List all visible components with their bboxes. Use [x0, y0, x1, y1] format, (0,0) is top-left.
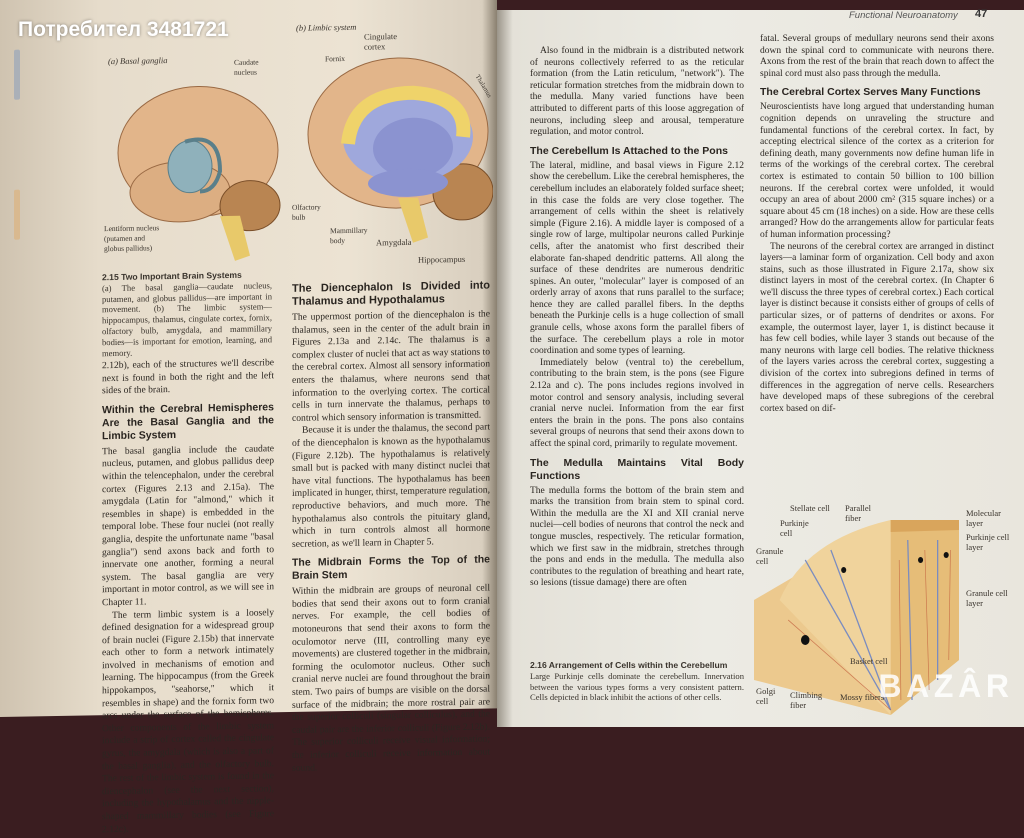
page-number: 47: [975, 8, 988, 20]
paragraph: Within the midbrain are groups of neuron…: [292, 582, 490, 774]
page-tab-marker: [14, 49, 20, 100]
panel-b-title: (b) Limbic system: [296, 21, 357, 33]
label-golgi-cell: Golgi cell: [756, 686, 776, 706]
label-stellate-cell: Stellate cell: [790, 503, 830, 513]
label-parallel-fiber: Parallel fiber: [845, 503, 871, 523]
label-olfactory-bulb: Olfactory bulb: [292, 202, 321, 222]
section-heading: Within the Cerebral Hemispheres Are the …: [102, 400, 274, 443]
label-basket-cell: Basket cell: [850, 656, 888, 666]
right-column-1: Also found in the midbrain is a distribu…: [530, 46, 744, 590]
label-purkinje-cell-layer: Purkinje cell layer: [966, 532, 1010, 552]
paragraph: The medulla forms the bottom of the brai…: [530, 485, 744, 589]
caption-title: 2.16 Arrangement of Cells within the Cer…: [530, 660, 728, 670]
section-heading: The Diencephalon Is Divided into Thalamu…: [292, 279, 490, 308]
label-granule-cell: Granule cell: [756, 546, 784, 566]
label-molecular-layer: Molecular layer: [966, 508, 1001, 528]
label-mossy-fibers: Mossy fibers: [840, 692, 885, 702]
label-hippocampus: Hippocampus: [418, 253, 466, 265]
label-lentiform-nucleus: Lentiform nucleus (putamen and globus pa…: [104, 223, 160, 254]
label-granule-cell-layer: Granule cell layer: [966, 588, 1008, 608]
paragraph: Immediately below (ventral to) the cereb…: [530, 357, 744, 449]
paragraph: The uppermost portion of the diencephalo…: [292, 308, 490, 424]
bazar-logo-watermark: B A Z Â R: [878, 668, 1010, 704]
paragraph: The term limbic system is a loosely defi…: [102, 606, 274, 835]
user-watermark: Потребител 3481721: [18, 18, 229, 41]
label-climbing-fiber: Climbing fiber: [790, 690, 823, 710]
right-column-2: fatal. Several groups of medullary neuro…: [760, 34, 994, 415]
paragraph: The basal ganglia include the caudate nu…: [102, 442, 274, 609]
label-amygdala: Amygdala: [376, 236, 412, 248]
page-tab-marker: [14, 189, 20, 240]
label-cingulate-cortex: Cingulate cortex: [364, 31, 398, 52]
label-fornix: Fornix: [325, 53, 346, 64]
basal-ganglia-illustration: [117, 86, 281, 261]
figure-2-16-caption: 2.16 Arrangement of Cells within the Cer…: [530, 660, 744, 703]
section-heading: The Midbrain Forms the Top of the Brain …: [292, 553, 490, 583]
cerebellum-cells-illustration: [754, 520, 959, 715]
running-head: Functional Neuroanatomy: [849, 10, 958, 21]
paragraph: Because it is under the thalamus, the se…: [292, 421, 490, 550]
panel-a-title: (a) Basal ganglia: [108, 55, 168, 67]
left-column-2: The Diencephalon Is Divided into Thalamu…: [292, 273, 490, 775]
label-caudate-nucleus: Caudate nucleus: [234, 57, 259, 77]
left-column-1: 2.12b), each of the structures we'll des…: [102, 357, 274, 836]
paragraph: The neurons of the cerebral cortex are a…: [760, 241, 994, 414]
section-heading: The Cerebellum Is Attached to the Pons: [530, 144, 728, 157]
paragraph: fatal. Several groups of medullary neuro…: [760, 34, 994, 79]
caption-text: (a) The basal ganglia—caudate nucleus, p…: [102, 280, 272, 358]
section-heading: The Cerebral Cortex Serves Many Function…: [760, 86, 981, 99]
label-purkinje-cell: Purkinje cell: [780, 518, 809, 538]
limbic-system-illustration: [307, 57, 493, 243]
paragraph: Neuroscientists have long argued that un…: [760, 102, 994, 240]
caption-text: Large Purkinje cells dominate the cerebe…: [530, 670, 744, 703]
section-heading: The Medulla Maintains Vital Body Functio…: [530, 456, 744, 482]
paragraph: Also found in the midbrain is a distribu…: [530, 46, 744, 138]
figure-2-15-caption: 2.15 Two Important Brain Systems (a) The…: [102, 269, 272, 358]
paragraph: The lateral, midline, and basal views in…: [530, 160, 744, 357]
paragraph: 2.12b), each of the structures we'll des…: [102, 357, 274, 397]
label-mammillary-body: Mammillary body: [330, 225, 368, 246]
left-page: (a) Basal ganglia (b) Limbic system Caud…: [0, 0, 497, 835]
